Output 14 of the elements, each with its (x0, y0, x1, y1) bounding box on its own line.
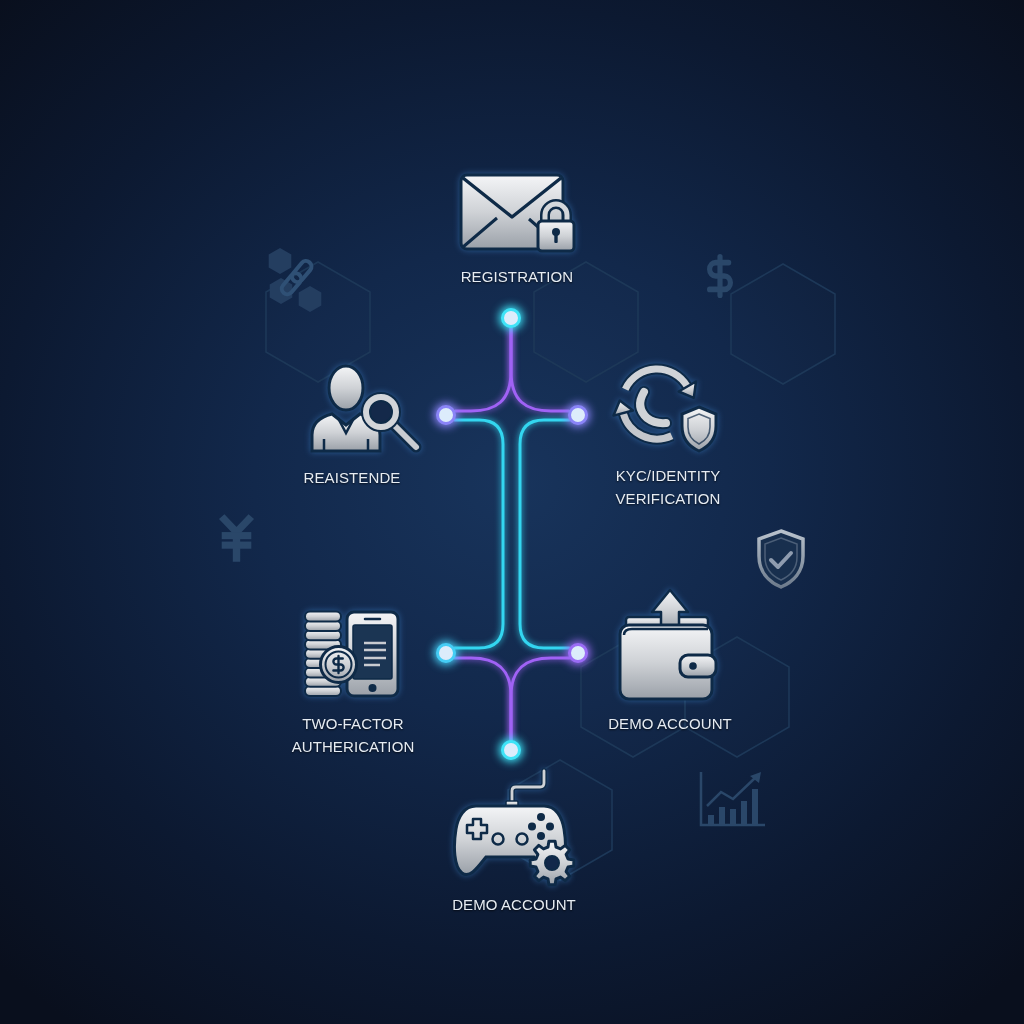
step-label: DEMO ACCOUNT (608, 714, 732, 734)
step-label: TWO-FACTOR AUTHERICATION (290, 714, 416, 757)
step-label: REGISTRATION (460, 267, 574, 287)
connector-dot (501, 308, 521, 328)
connector-dot (436, 643, 456, 663)
connector-line (518, 418, 571, 650)
connector-line (509, 656, 571, 742)
connector-line (453, 418, 505, 650)
step-label: KYC/IDENTITY VERIFICATION (614, 466, 722, 509)
step-label: REAISTENDE (303, 468, 401, 488)
connector-dot (501, 740, 521, 760)
connector-dot (568, 405, 588, 425)
connector-dot (436, 405, 456, 425)
step-label: DEMO ACCOUNT (452, 895, 576, 915)
